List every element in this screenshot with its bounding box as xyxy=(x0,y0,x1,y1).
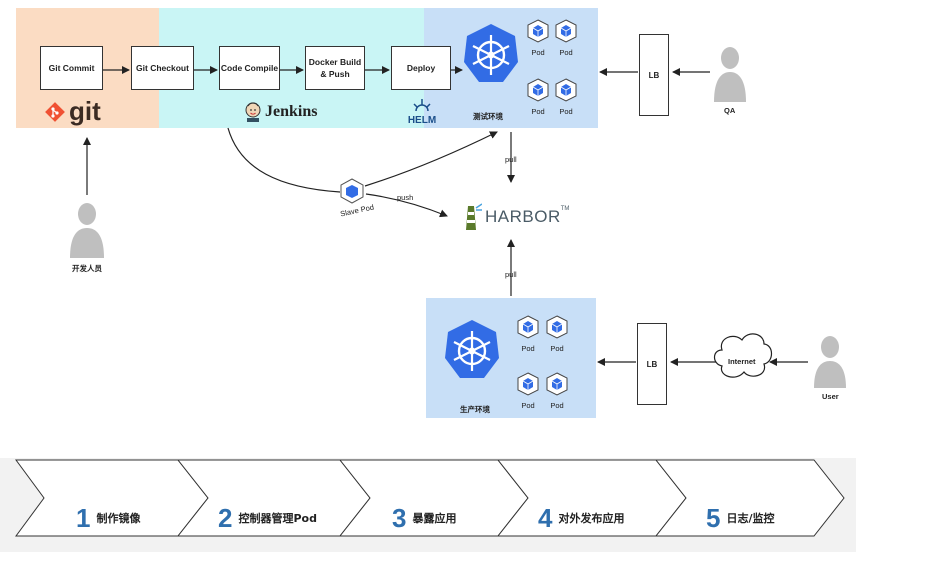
qa-label: QA xyxy=(724,106,736,115)
test-pod-1: Pod xyxy=(526,19,550,57)
internet-cloud xyxy=(713,333,773,378)
code-compile-step: Code Compile xyxy=(219,46,280,90)
docker-build-step: Docker Build& Push xyxy=(305,46,365,90)
pod-label: Pod xyxy=(531,107,545,116)
load-balancer-prod: LB xyxy=(637,323,667,405)
pod-cube-icon xyxy=(517,315,539,339)
curve-slave-harbor xyxy=(365,193,448,218)
curve-slave-test xyxy=(364,131,498,187)
pod-label: Pod xyxy=(559,48,573,57)
pod-cube-icon xyxy=(517,372,539,396)
pod-cube-icon xyxy=(555,78,577,102)
git-diamond-icon xyxy=(45,101,65,122)
slave-pod-icon xyxy=(340,178,364,204)
pod-label: Pod xyxy=(531,48,545,57)
pod-cube-icon xyxy=(546,315,568,339)
git-logo: git xyxy=(44,96,101,127)
pod-cube-icon xyxy=(546,372,568,396)
test-pod-3: Pod xyxy=(526,78,550,116)
pull-label-bottom: pull xyxy=(505,270,517,279)
git-checkout-step: Git Checkout xyxy=(131,46,194,90)
pod-label: Pod xyxy=(521,344,535,353)
jenkins-logo: Jenkins xyxy=(244,102,317,122)
prod-pod-2: Pod xyxy=(545,315,569,353)
pod-label: Pod xyxy=(559,107,573,116)
harbor-lighthouse-icon xyxy=(466,203,482,230)
pull-label-top: pull xyxy=(505,155,517,164)
git-commit-step: Git Commit xyxy=(40,46,103,90)
pod-cube-icon xyxy=(527,78,549,102)
prod-pod-4: Pod xyxy=(545,372,569,410)
push-label: push xyxy=(397,193,414,202)
developer-person-icon xyxy=(70,203,104,258)
qa-person-icon xyxy=(714,47,746,102)
jenkins-zone xyxy=(159,8,424,128)
jenkins-butler-icon xyxy=(245,102,261,122)
test-pod-2: Pod xyxy=(554,19,578,57)
user-person-icon xyxy=(814,336,846,388)
user-label: User xyxy=(822,392,839,401)
pod-cube-icon xyxy=(555,19,577,43)
pod-label: Pod xyxy=(550,401,564,410)
curve-jenkins-slave xyxy=(227,127,341,193)
internet-label: Internet xyxy=(728,357,756,366)
steps-chevrons xyxy=(15,459,845,537)
test-env-label: 测试环境 xyxy=(473,112,503,121)
pod-cube-icon xyxy=(527,19,549,43)
pod-label: Pod xyxy=(550,344,564,353)
helm-logo: HELM xyxy=(405,96,439,126)
load-balancer-test: LB xyxy=(639,34,669,116)
harbor-logo: HARBOR TM xyxy=(460,202,569,232)
test-pod-4: Pod xyxy=(554,78,578,116)
developer-label: 开发人员 xyxy=(72,264,102,273)
pod-label: Pod xyxy=(521,401,535,410)
prod-env-label: 生产环境 xyxy=(460,405,490,414)
prod-pod-3: Pod xyxy=(516,372,540,410)
deploy-step: Deploy xyxy=(391,46,451,90)
prod-pod-1: Pod xyxy=(516,315,540,353)
helm-wheel-icon xyxy=(413,99,431,118)
kubernetes-test-icon xyxy=(464,24,518,82)
kubernetes-prod-icon xyxy=(445,320,499,378)
